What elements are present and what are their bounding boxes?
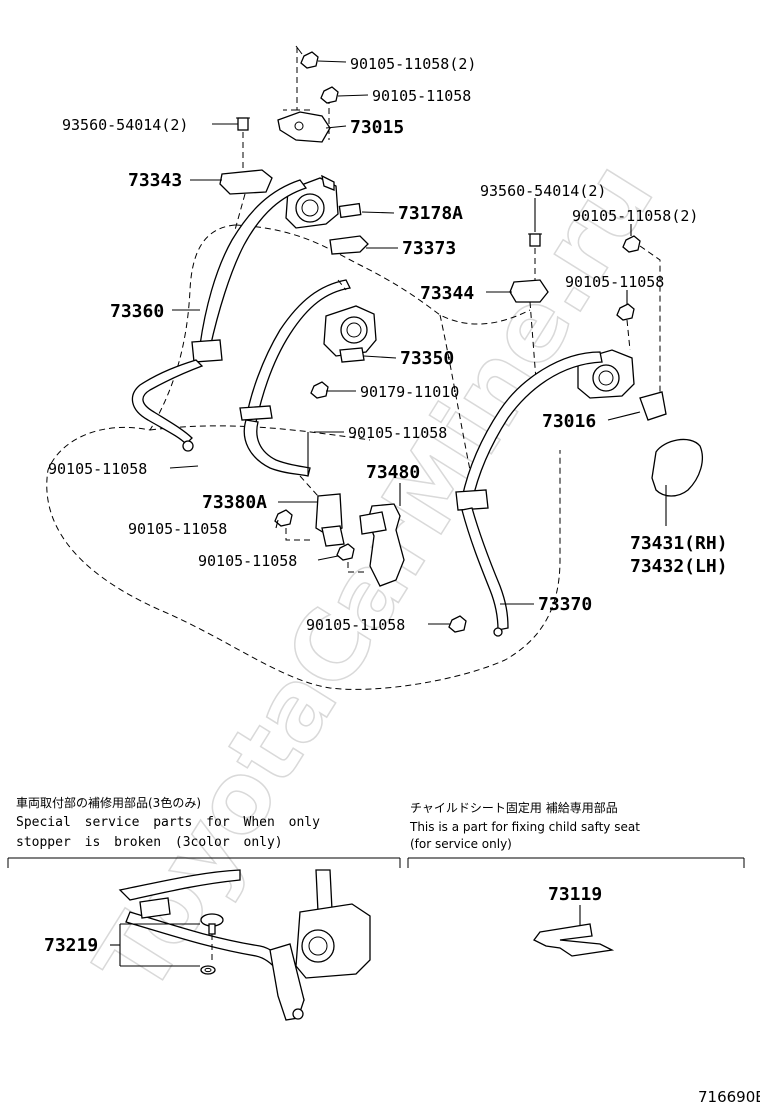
note-right-en-2: (for service only) — [410, 837, 512, 851]
stopper-button-icon — [200, 913, 224, 935]
bolt-icon — [616, 303, 635, 321]
bottom-notes: 車両取付部の補修用部品(3色のみ) Special service parts … — [7, 795, 745, 868]
label-bolt-73370: 90105-11058 — [306, 616, 405, 634]
label-73380a: 73380A — [202, 492, 267, 513]
left-clip-group — [219, 117, 273, 231]
clip-icon — [528, 233, 542, 247]
label-bolt-buckle-1: 90105-11058 — [128, 520, 227, 538]
bracket-73015 — [277, 111, 331, 143]
label-73015: 73015 — [350, 117, 404, 138]
label-73016: 73016 — [542, 411, 596, 432]
plate-73119 — [533, 923, 615, 957]
label-bolt-top: 90105-11058 — [372, 87, 471, 105]
label-bolt-left-low: 90105-11058 — [48, 460, 147, 478]
buckle-group — [274, 475, 405, 587]
label-73360: 73360 — [110, 301, 164, 322]
leader-lines — [169, 60, 667, 625]
cover-73344 — [509, 279, 549, 303]
note-right-en-1: This is a part for fixing child safty se… — [409, 820, 640, 834]
label-73344: 73344 — [420, 283, 474, 304]
label-nut-90179: 90179-11010 — [360, 383, 459, 401]
label-73480: 73480 — [366, 462, 420, 483]
diagram-id: 716690B — [698, 1088, 760, 1106]
label-bolt-buckle-2: 90105-11058 — [198, 552, 297, 570]
bolt-icon — [336, 543, 355, 561]
label-bolt-top-2: 90105-11058(2) — [350, 55, 476, 73]
note-left-jp: 車両取付部の補修用部品(3色のみ) — [16, 795, 201, 810]
plate-73373 — [329, 235, 369, 255]
label-bolt-mid: 90105-11058 — [348, 424, 447, 442]
belt-73360 — [131, 179, 308, 452]
note-left-en-2: stopper is broken (3color only) — [16, 835, 283, 850]
label-73343: 73343 — [128, 170, 182, 191]
label-bolt-right: 90105-11058 — [565, 273, 664, 291]
part-labels: 90105-11058(2) 90105-11058 93560-54014(2… — [48, 55, 728, 634]
rear-seat-outline — [46, 224, 561, 690]
bracket-73016 — [639, 391, 667, 421]
bolt-icon — [622, 235, 641, 253]
label-73373: 73373 — [402, 238, 456, 259]
upper-anchor-group — [277, 45, 339, 143]
stopper-washer-icon — [200, 965, 216, 975]
label-73432-lh: 73432(LH) — [630, 556, 728, 577]
right-belt-group — [448, 349, 667, 637]
cover-73431-73432 — [651, 438, 703, 497]
clip-icon — [236, 117, 250, 131]
nut-icon — [310, 381, 329, 399]
label-73431-rh: 73431(RH) — [630, 533, 728, 554]
label-73370: 73370 — [538, 594, 592, 615]
bolt-icon — [320, 86, 339, 104]
label-73219: 73219 — [44, 935, 98, 956]
note-right-jp: チャイルドシート固定用 補給専用部品 — [410, 800, 618, 815]
bolt-icon — [448, 615, 467, 633]
bolt-icon — [274, 509, 293, 527]
label-clip-left-2: 93560-54014(2) — [62, 116, 188, 134]
bolt-icon — [295, 45, 319, 69]
label-73350: 73350 — [400, 348, 454, 369]
right-clip-group — [509, 233, 661, 400]
label-73178a: 73178A — [398, 203, 463, 224]
label-bolt-right-2: 90105-11058(2) — [572, 207, 698, 225]
child-seat-plate-detail: 73119 — [533, 884, 615, 957]
cover-73343 — [219, 169, 273, 195]
note-left-en-1: Special service parts for When only — [16, 815, 320, 830]
stopper-detail: 73219 — [44, 869, 371, 1021]
label-73119: 73119 — [548, 884, 602, 905]
label-clip-right-2: 93560-54014(2) — [480, 182, 606, 200]
center-belt-group — [239, 279, 377, 477]
